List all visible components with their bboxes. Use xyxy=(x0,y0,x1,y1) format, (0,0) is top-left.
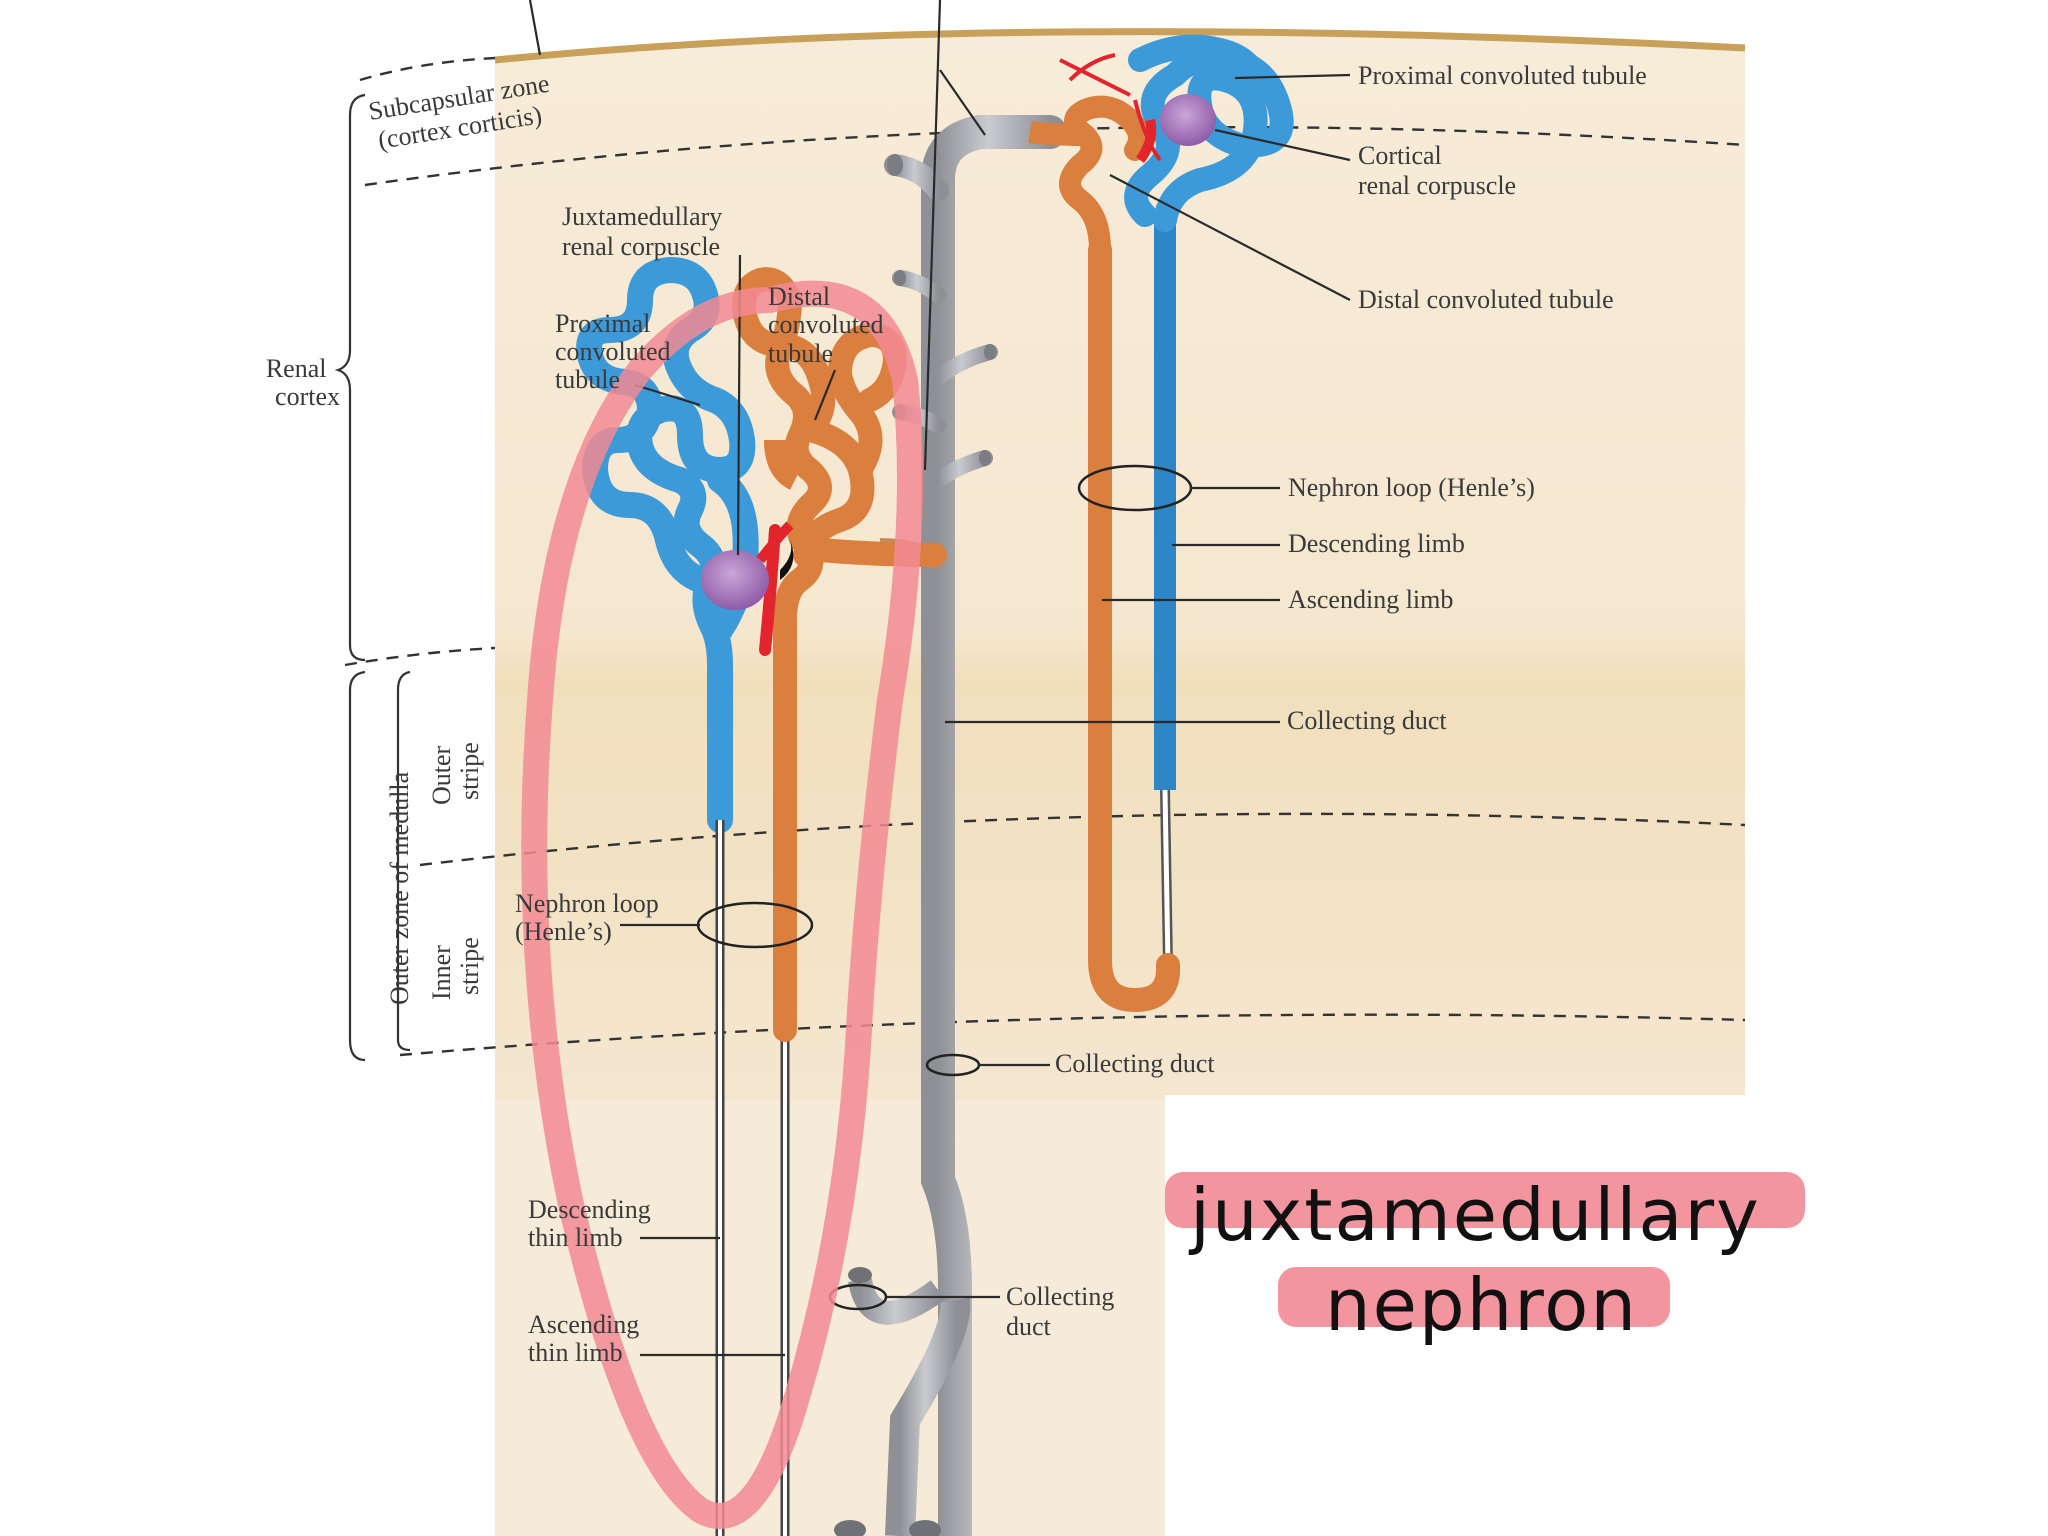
proximal-left-label: Proximal convoluted tubule xyxy=(555,309,677,394)
region-braces xyxy=(334,93,411,1062)
inner-stripe-label: Inner stripe xyxy=(427,937,484,1000)
highlight-circle xyxy=(521,280,923,1529)
collecting-duct-label-3: Collecting duct xyxy=(1006,1282,1121,1341)
leader-lines xyxy=(528,0,1351,1357)
cortical-nephron xyxy=(1028,34,1294,1013)
zone-boundaries xyxy=(344,56,1746,1057)
ascending-thin-label: Ascending thin limb xyxy=(528,1310,646,1367)
distal-left-label: Distal convoluted tubule xyxy=(768,282,890,368)
annotation-line-2: nephron xyxy=(1325,1263,1638,1347)
descending-thin-label: Descending thin limb xyxy=(528,1195,657,1252)
nephron-loop-left-label: Nephron loop (Henle’s) xyxy=(515,889,665,946)
collecting-duct-label-1: Collecting duct xyxy=(1287,706,1447,735)
labels: Subcapsular zone (cortex corticis) Juxta… xyxy=(266,61,1647,1367)
highlight-bar-1 xyxy=(1165,1172,1805,1228)
outer-stripe-label: Outer stripe xyxy=(427,739,484,805)
descending-limb-label: Descending limb xyxy=(1288,529,1465,558)
outer-zone-label: Outer zone of medulla xyxy=(385,771,414,1005)
annotation-line-1: juxtamedullary xyxy=(1188,1173,1761,1257)
handwritten-annotation: juxtamedullary nephron xyxy=(1165,1172,1805,1347)
renal-cortex-label: Renal cortex xyxy=(266,354,340,411)
distal-right-label: Distal convoluted tubule xyxy=(1358,285,1614,314)
juxtamedullary-corpuscle-label: Juxtamedullary renal corpuscle xyxy=(562,202,729,261)
highlight-bar-2 xyxy=(1278,1267,1670,1327)
collecting-duct-tree xyxy=(834,115,1067,1536)
cortical-corpuscle-label: Cortical renal corpuscle xyxy=(1358,141,1516,200)
nephron-loop-right-label: Nephron loop (Henle’s) xyxy=(1288,473,1535,502)
ascending-limb-label: Ascending limb xyxy=(1288,585,1453,614)
proximal-right-label: Proximal convoluted tubule xyxy=(1358,61,1647,90)
collecting-duct-label-2: Collecting duct xyxy=(1055,1049,1215,1078)
